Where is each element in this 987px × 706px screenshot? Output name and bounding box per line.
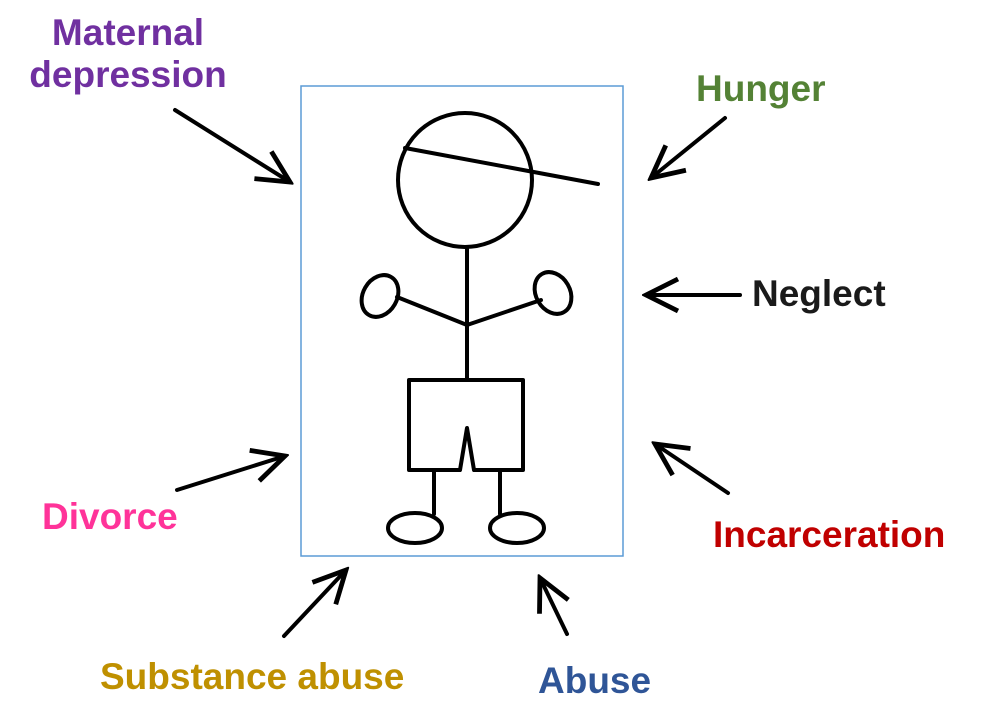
label-abuse: Abuse [538,660,652,701]
child-frame [300,85,624,557]
figure-shorts [407,378,525,472]
label-maternal-line1: Maternal [51,12,205,53]
figure-cap-brim [403,146,600,186]
figure-arms [395,295,543,327]
label-divorce: Divorce [42,496,178,537]
figure-left-hand [359,273,401,319]
stick-figure [359,111,600,545]
label-maternal-line2: depression [29,54,227,95]
arrow-substance-abuse [282,570,346,638]
label-incarceration: Incarceration [713,514,946,555]
arrow-divorce [175,456,285,492]
figure-right-foot [488,511,546,545]
arrow-maternal-depression [173,108,290,182]
figure-head [396,111,534,249]
arrow-incarceration [655,444,730,495]
label-hunger: Hunger [696,68,826,109]
arrow-hunger [651,116,727,178]
arrow-abuse [540,578,567,636]
figure-left-foot [386,511,444,545]
label-substance-abuse: Substance abuse [100,656,405,697]
label-maternal-depression: Maternal depression [10,12,246,96]
label-neglect: Neglect [752,273,886,314]
figure-right-hand [532,270,574,316]
